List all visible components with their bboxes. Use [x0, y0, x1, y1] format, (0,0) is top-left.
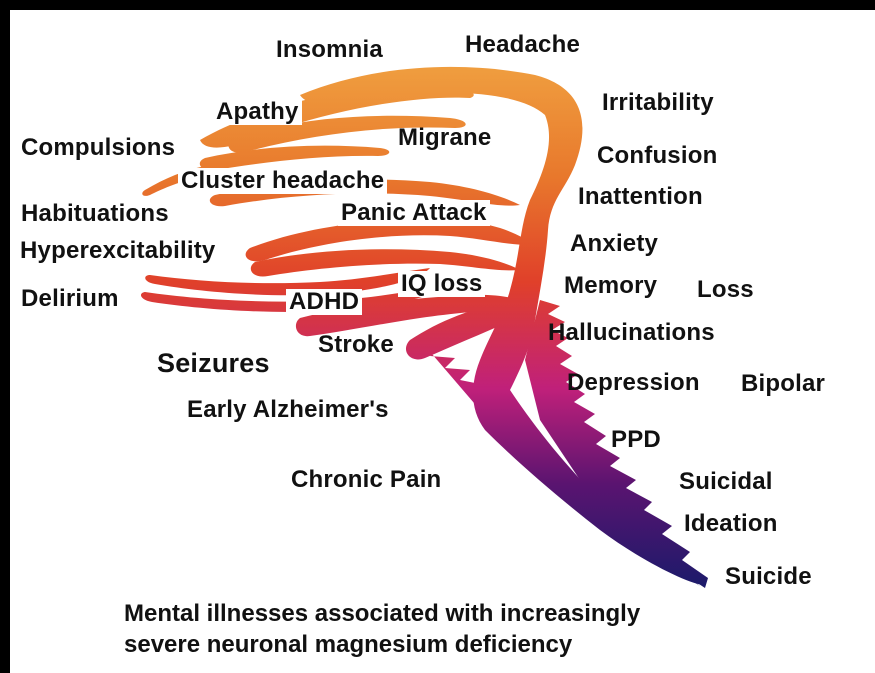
label-migrane: Migrane	[398, 126, 491, 150]
label-bipolar: Bipolar	[741, 372, 825, 396]
label-memory: Memory	[564, 274, 657, 298]
label-suicidal: Suicidal	[679, 470, 773, 494]
label-habituations: Habituations	[21, 202, 169, 226]
label-ideation: Ideation	[684, 512, 778, 536]
label-irritability: Irritability	[602, 91, 714, 115]
label-anxiety: Anxiety	[570, 232, 658, 256]
label-hallucinations: Hallucinations	[548, 321, 715, 345]
label-headache: Headache	[465, 33, 580, 57]
label-delirium: Delirium	[21, 287, 119, 311]
label-seizures: Seizures	[157, 350, 270, 377]
label-stroke: Stroke	[318, 333, 394, 357]
label-chronic-pain: Chronic Pain	[291, 468, 441, 492]
label-suicide: Suicide	[725, 565, 812, 589]
label-early-alzheimers: Early Alzheimer's	[187, 398, 389, 422]
caption: Mental illnesses associated with increas…	[124, 598, 844, 660]
caption-line-2: severe neuronal magnesium deficiency	[124, 629, 844, 660]
label-hyperexcitability: Hyperexcitability	[17, 238, 218, 264]
label-compulsions: Compulsions	[21, 136, 175, 160]
label-loss: Loss	[697, 278, 754, 302]
label-cluster-headache: Cluster headache	[178, 168, 387, 194]
label-ppd: PPD	[611, 428, 661, 452]
label-inattention: Inattention	[578, 185, 703, 209]
caption-line-1: Mental illnesses associated with increas…	[124, 598, 844, 629]
label-apathy: Apathy	[213, 99, 302, 125]
label-iq-loss: IQ loss	[398, 271, 485, 297]
label-confusion: Confusion	[597, 144, 717, 168]
label-panic-attack: Panic Attack	[338, 200, 490, 226]
label-insomnia: Insomnia	[276, 38, 383, 62]
label-adhd: ADHD	[286, 289, 362, 315]
label-depression: Depression	[567, 371, 700, 395]
